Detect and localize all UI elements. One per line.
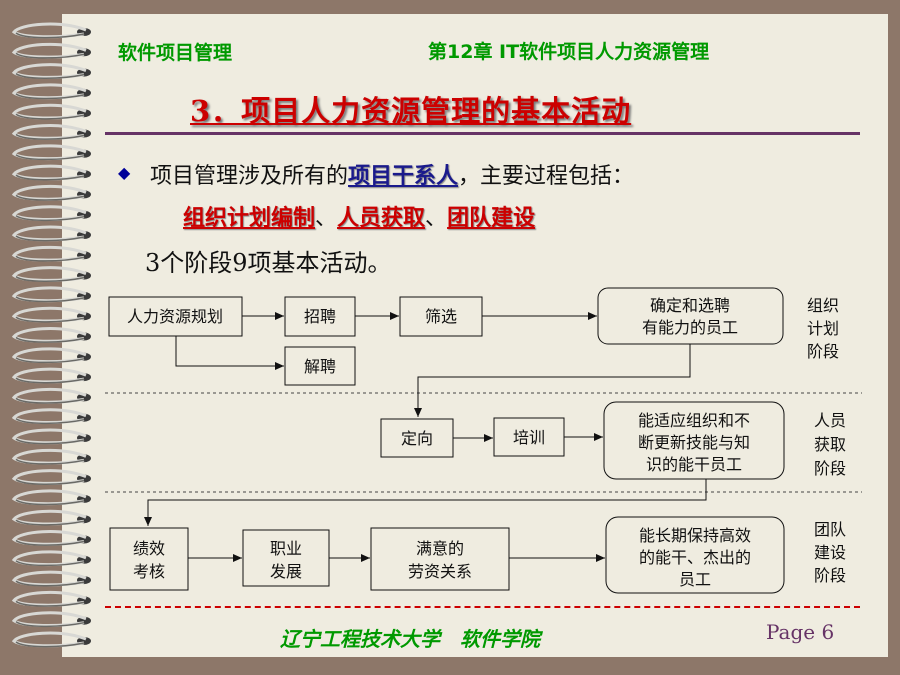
stage3-result-line: 员工 <box>679 570 711 589</box>
page-number: Page 6 <box>766 620 835 644</box>
footer-divider <box>105 606 860 608</box>
box-dismissal-label: 解聘 <box>304 357 336 376</box>
spiral-coil <box>11 590 91 607</box>
stage3-result-line: 的能干、杰出的 <box>639 548 751 567</box>
box-labor-relations <box>370 527 510 591</box>
spiral-coil <box>11 144 91 161</box>
box-recruit-label: 招聘 <box>304 307 336 326</box>
box-performance-label: 绩效 <box>133 539 165 558</box>
box-performance-label: 考核 <box>133 562 165 581</box>
box-labor-relations-label: 满意的 <box>416 539 464 558</box>
spiral-coil <box>11 631 91 648</box>
arrow <box>414 344 691 417</box>
spiral-coil <box>11 103 91 120</box>
spiral-coil <box>11 509 91 526</box>
spiral-coil <box>11 42 91 59</box>
title-divider <box>105 132 860 135</box>
spiral-coil <box>11 570 91 587</box>
box-stage2-result <box>603 401 785 480</box>
process-team-building: 团队建设 <box>447 206 536 231</box>
spiral-coil <box>11 448 91 465</box>
box-dismissal <box>284 346 356 386</box>
stage2-label: 获取 <box>814 435 846 454</box>
stage2-result-line: 能适应组织和不 <box>638 411 750 430</box>
diamond-bullet-icon: ◆ <box>118 163 131 182</box>
arrow <box>144 479 707 526</box>
spiral-coil <box>11 205 91 222</box>
body-line-2: 组织计划编制、人员获取、团队建设 <box>183 200 535 232</box>
header-chapter-title: 第12章 IT软件项目人力资源管理 <box>428 41 710 63</box>
spiral-coil <box>11 83 91 100</box>
footer-school-name: 辽宁工程技术大学 软件学院 <box>280 627 540 651</box>
spiral-coil <box>11 124 91 140</box>
stage2-label: 阶段 <box>814 459 846 478</box>
spiral-coil <box>11 550 91 567</box>
stage2-result-line: 断更新技能与知 <box>638 433 750 452</box>
spiral-coil <box>11 225 91 242</box>
stage2-result-line: 识的能干员工 <box>646 455 742 474</box>
spiral-coil <box>11 266 91 282</box>
header-course-title: 软件项目管理 <box>118 42 233 64</box>
box-labor-relations-label: 劳资关系 <box>408 562 472 581</box>
stage1-label: 计划 <box>807 319 839 338</box>
stage1-label: 阶段 <box>807 342 839 361</box>
box-orientation-label: 定向 <box>401 429 433 448</box>
spiral-coil <box>11 387 91 404</box>
stage3-result-line: 能长期保持高效 <box>639 526 751 545</box>
stage3-label: 团队 <box>814 520 846 539</box>
box-screening-label: 筛选 <box>425 307 457 326</box>
box-career-label: 职业 <box>270 539 302 558</box>
process-planning: 组织计划编制 <box>183 206 316 231</box>
spiral-coil <box>11 469 91 485</box>
spiral-coil <box>11 63 91 79</box>
box-stage3-result <box>605 516 785 594</box>
spiral-coil <box>11 306 91 323</box>
spiral-coil <box>11 489 91 506</box>
stage3-label: 建设 <box>814 543 846 562</box>
spiral-coil <box>11 428 91 445</box>
stage3-label: 阶段 <box>814 566 846 585</box>
stakeholder-link[interactable]: 项目干系人 <box>348 164 459 189</box>
box-performance <box>109 527 189 591</box>
separator: 、 <box>425 206 448 231</box>
stage2-label: 人员 <box>814 411 846 430</box>
body-line-1: 项目管理涉及所有的项目干系人，主要过程包括： <box>150 158 634 190</box>
spiral-coil <box>11 164 91 181</box>
stage1-result-line: 确定和选聘 <box>650 296 730 315</box>
spiral-coil <box>11 184 91 201</box>
box-hr-planning-label: 人力资源规划 <box>127 307 223 326</box>
spiral-coil <box>11 408 91 425</box>
spiral-coil <box>11 286 91 303</box>
separator: 、 <box>315 206 338 231</box>
arrow <box>175 336 284 370</box>
spiral-coil <box>11 327 91 343</box>
spiral-coil <box>11 611 91 628</box>
spiral-coil <box>11 367 91 384</box>
spiral-coil <box>11 530 91 546</box>
process-acquisition: 人员获取 <box>337 206 426 231</box>
box-training-label: 培训 <box>513 428 545 447</box>
spiral-coil <box>11 347 91 364</box>
body-line-3: 3个阶段9项基本活动。 <box>145 249 392 277</box>
box-career-label: 发展 <box>270 562 302 581</box>
line1-prefix: 项目管理涉及所有的 <box>150 164 349 189</box>
slide-title: 3．项目人力资源管理的基本活动 <box>190 94 632 128</box>
spiral-coil <box>11 22 91 39</box>
stage1-result-line: 有能力的员工 <box>642 318 738 337</box>
spiral-binding <box>11 22 91 648</box>
spiral-coil <box>11 245 91 262</box>
stage1-label: 组织 <box>807 296 839 315</box>
line1-suffix: ，主要过程包括： <box>458 164 635 189</box>
